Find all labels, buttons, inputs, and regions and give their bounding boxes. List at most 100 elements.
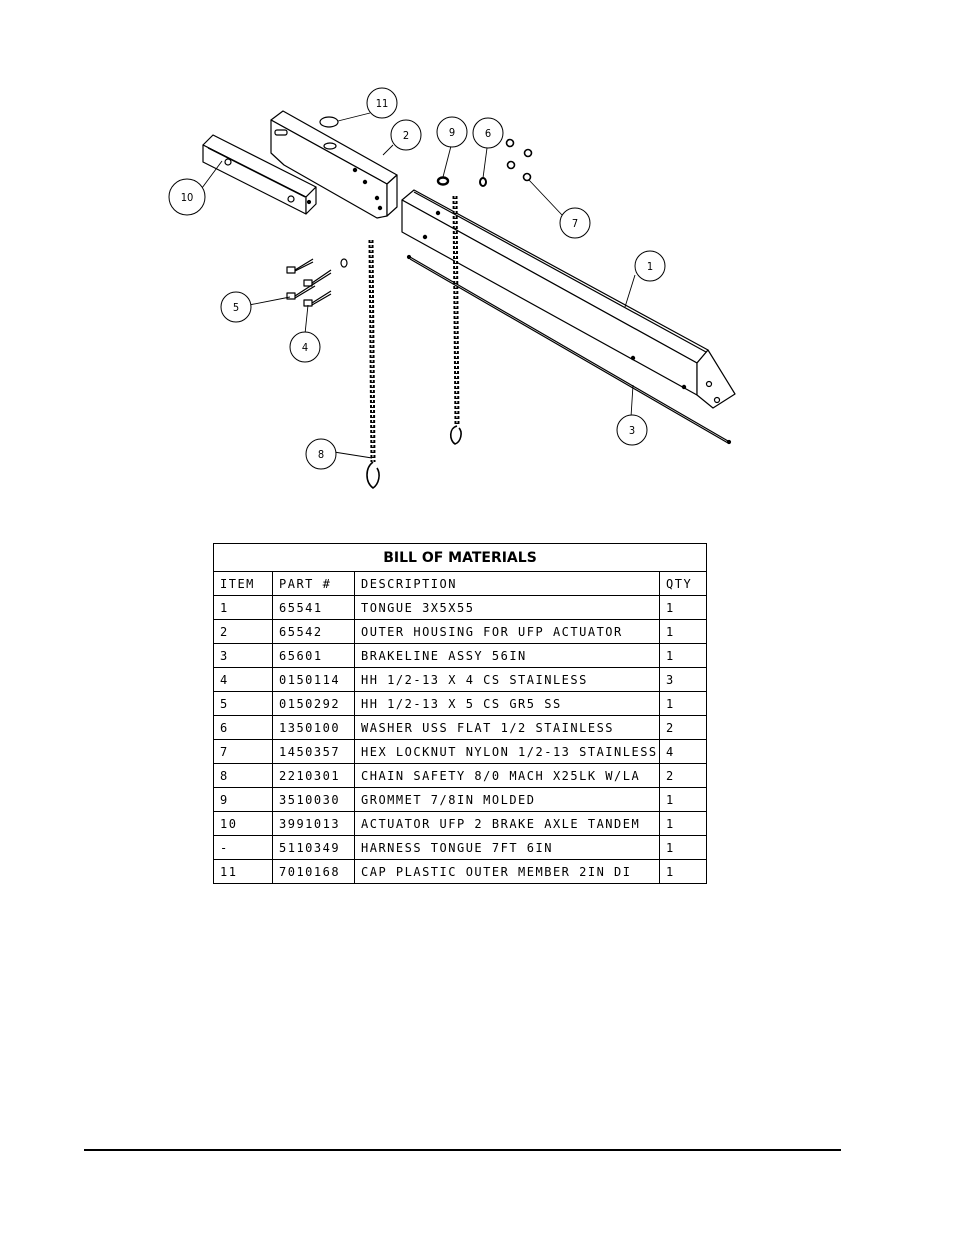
- part-cell: 7010168: [272, 859, 355, 884]
- svg-text:3: 3: [629, 424, 635, 437]
- part-cell: 65601: [272, 643, 355, 668]
- callout-4: 4: [289, 331, 321, 363]
- footer-rule: [84, 1149, 841, 1151]
- qty-cell: 2: [659, 715, 707, 740]
- description-cell: CHAIN SAFETY 8/0 MACH X25LK W/LA: [354, 763, 660, 788]
- description-cell: ACTUATOR UFP 2 BRAKE AXLE TANDEM: [354, 811, 660, 836]
- qty-cell: 1: [659, 835, 707, 860]
- part-cell: 65542: [272, 619, 355, 644]
- item-cell: 1: [213, 595, 273, 620]
- item-cell: -: [213, 835, 273, 860]
- bill-of-materials-table: BILL OF MATERIALS ITEM PART # DESCRIPTIO…: [213, 543, 707, 884]
- description-cell: HEX LOCKNUT NYLON 1/2-13 STAINLESS: [354, 739, 660, 764]
- qty-cell: 1: [659, 643, 707, 668]
- item-cell: 5: [213, 691, 273, 716]
- qty-cell: 1: [659, 787, 707, 812]
- qty-cell: 1: [659, 595, 707, 620]
- bom-title: BILL OF MATERIALS: [213, 543, 707, 572]
- grommet-part: [436, 176, 450, 186]
- callout-8: 8: [305, 438, 337, 470]
- item-cell: 9: [213, 787, 273, 812]
- column-header-part: PART #: [272, 571, 355, 596]
- description-cell: OUTER HOUSING FOR UFP ACTUATOR: [354, 619, 660, 644]
- column-header-qty: QTY: [659, 571, 707, 596]
- table-row: 9 3510030 GROMMET 7/8IN MOLDED 1: [213, 787, 707, 812]
- callout-5: 5: [220, 291, 252, 323]
- callout-10: 10: [168, 178, 206, 216]
- qty-cell: 2: [659, 763, 707, 788]
- qty-cell: 1: [659, 811, 707, 836]
- part-cell: 1450357: [272, 739, 355, 764]
- item-cell: 4: [213, 667, 273, 692]
- part-cell: 5110349: [272, 835, 355, 860]
- bolt-parts: [286, 258, 348, 307]
- callout-1: 1: [634, 250, 666, 282]
- table-row: 10 3991013 ACTUATOR UFP 2 BRAKE AXLE TAN…: [213, 811, 707, 836]
- description-cell: WASHER USS FLAT 1/2 STAINLESS: [354, 715, 660, 740]
- svg-text:11: 11: [376, 97, 389, 110]
- svg-text:8: 8: [318, 448, 324, 461]
- tongue-part: [401, 189, 736, 409]
- item-cell: 11: [213, 859, 273, 884]
- table-row: 2 65542 OUTER HOUSING FOR UFP ACTUATOR 1: [213, 619, 707, 644]
- column-header-description: DESCRIPTION: [354, 571, 660, 596]
- plastic-cap-part: [319, 116, 339, 128]
- table-row: - 5110349 HARNESS TONGUE 7FT 6IN 1: [213, 835, 707, 860]
- item-cell: 2: [213, 619, 273, 644]
- table-row: 11 7010168 CAP PLASTIC OUTER MEMBER 2IN …: [213, 859, 707, 884]
- part-cell: 0150114: [272, 667, 355, 692]
- table-row: 7 1450357 HEX LOCKNUT NYLON 1/2-13 STAIN…: [213, 739, 707, 764]
- svg-text:7: 7: [572, 217, 578, 230]
- svg-text:9: 9: [449, 126, 455, 139]
- svg-text:4: 4: [302, 341, 308, 354]
- part-cell: 3991013: [272, 811, 355, 836]
- part-cell: 65541: [272, 595, 355, 620]
- table-row: 4 0150114 HH 1/2-13 X 4 CS STAINLESS 3: [213, 667, 707, 692]
- part-cell: 1350100: [272, 715, 355, 740]
- item-cell: 3: [213, 643, 273, 668]
- table-row: 5 0150292 HH 1/2-13 X 5 CS GR5 SS 1: [213, 691, 707, 716]
- part-cell: 0150292: [272, 691, 355, 716]
- table-row: 8 2210301 CHAIN SAFETY 8/0 MACH X25LK W/…: [213, 763, 707, 788]
- table-row: 3 65601 BRAKELINE ASSY 56IN 1: [213, 643, 707, 668]
- description-cell: HARNESS TONGUE 7FT 6IN: [354, 835, 660, 860]
- svg-text:2: 2: [403, 129, 409, 142]
- item-cell: 7: [213, 739, 273, 764]
- description-cell: TONGUE 3X5X55: [354, 595, 660, 620]
- qty-cell: 1: [659, 619, 707, 644]
- item-cell: 6: [213, 715, 273, 740]
- bom-header-row: ITEM PART # DESCRIPTION QTY: [213, 571, 707, 596]
- description-cell: CAP PLASTIC OUTER MEMBER 2IN DI: [354, 859, 660, 884]
- callout-11: 11: [366, 87, 398, 119]
- washer-part: [479, 177, 487, 187]
- item-cell: 8: [213, 763, 273, 788]
- description-cell: GROMMET 7/8IN MOLDED: [354, 787, 660, 812]
- exploded-parts-diagram: 11 2 9 6 10 7 1 5: [168, 87, 736, 489]
- column-header-item: ITEM: [213, 571, 273, 596]
- svg-text:5: 5: [233, 301, 239, 314]
- qty-cell: 1: [659, 691, 707, 716]
- locknut-parts: [505, 138, 533, 182]
- callout-7: 7: [559, 207, 591, 239]
- description-cell: BRAKELINE ASSY 56IN: [354, 643, 660, 668]
- callout-9: 9: [436, 116, 468, 148]
- part-cell: 3510030: [272, 787, 355, 812]
- callout-6: 6: [472, 117, 504, 149]
- callout-3: 3: [616, 414, 648, 446]
- callout-2: 2: [390, 119, 422, 151]
- qty-cell: 1: [659, 859, 707, 884]
- leader-lines: [201, 112, 636, 459]
- qty-cell: 4: [659, 739, 707, 764]
- outer-housing-part: [270, 110, 398, 219]
- callout-bubbles: 11 2 9 6 10 7 1 5: [168, 87, 666, 470]
- part-cell: 2210301: [272, 763, 355, 788]
- description-cell: HH 1/2-13 X 5 CS GR5 SS: [354, 691, 660, 716]
- svg-text:10: 10: [181, 191, 194, 204]
- actuator-part: [202, 134, 317, 215]
- item-cell: 10: [213, 811, 273, 836]
- svg-text:1: 1: [647, 260, 653, 273]
- description-cell: HH 1/2-13 X 4 CS STAINLESS: [354, 667, 660, 692]
- brakeline-part: [406, 254, 732, 445]
- qty-cell: 3: [659, 667, 707, 692]
- safety-chain-parts: [366, 195, 462, 489]
